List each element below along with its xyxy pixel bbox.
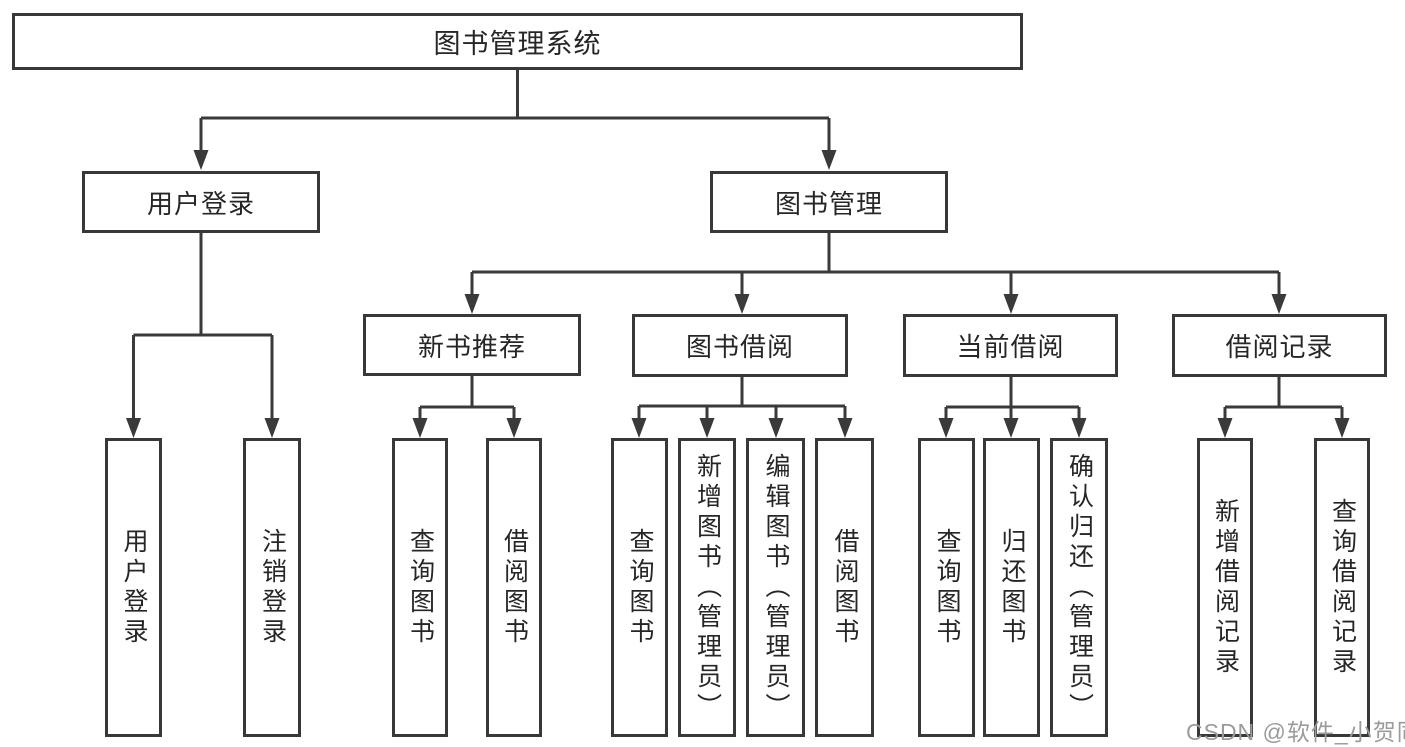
csdn-watermark: CSDN @软件_小贺同学: [1186, 719, 1405, 745]
arrowheads-records-to-children: [1217, 418, 1350, 438]
node-label: 借阅图书: [500, 527, 529, 648]
leaf-borrow-books: 借阅图书: [815, 438, 874, 737]
node-label: 注销登录: [258, 527, 287, 648]
leaf-query-books-current: 查询图书: [918, 438, 975, 737]
node-label: 查询图书: [406, 527, 435, 648]
arrowheads-userlogin-to-children: [126, 418, 280, 438]
leaf-confirm-return-admin: 确认归还（管理员）: [1050, 438, 1108, 737]
node-label: 新书推荐: [417, 331, 526, 362]
node-library-management-system: 图书管理系统: [12, 13, 1023, 70]
node-label: 借阅图书: [831, 527, 859, 648]
connector-records-to-children: [1223, 377, 1344, 426]
arrowheads-current-to-children: [938, 418, 1087, 438]
node-new-book-recommend: 新书推荐: [363, 314, 581, 376]
node-label: 新增图书（管理员）: [693, 452, 722, 723]
leaf-borrow-books-recommend: 借阅图书: [486, 438, 542, 737]
connector-current-to-children: [944, 377, 1081, 426]
node-label: 编辑图书（管理员）: [762, 452, 790, 723]
arrowheads-bookmgmt-to-level3: [464, 294, 1287, 314]
leaf-query-books-borrow: 查询图书: [611, 438, 668, 737]
node-label: 用户登录: [146, 188, 255, 219]
connector-newbooks-to-children: [418, 376, 516, 426]
node-label: 归还图书: [998, 527, 1026, 648]
arrowheads-root-to-level2: [193, 150, 837, 170]
node-label: 借阅记录: [1225, 332, 1334, 362]
connector-root-to-level2: [199, 69, 831, 158]
node-label: 图书管理: [774, 188, 883, 219]
leaf-user-login: 用户登录: [105, 438, 162, 737]
connector-bookmgmt-to-level3: [470, 233, 1281, 302]
leaf-query-borrow-record: 查询借阅记录: [1314, 438, 1370, 737]
leaf-edit-books-admin: 编辑图书（管理员）: [746, 438, 805, 737]
node-book-borrow: 图书借阅: [632, 314, 848, 377]
leaf-add-books-admin: 新增图书（管理员）: [678, 438, 736, 737]
node-user-login: 用户登录: [82, 171, 320, 233]
node-label: 图书管理系统: [433, 29, 602, 59]
node-label: 当前借阅: [956, 332, 1065, 362]
arrowheads-newbooks-to-children: [412, 418, 522, 438]
node-label: 查询图书: [933, 527, 961, 648]
node-label: 查询图书: [626, 527, 654, 648]
leaf-add-borrow-record: 新增借阅记录: [1197, 438, 1253, 737]
node-borrow-records: 借阅记录: [1172, 314, 1387, 377]
arrowheads-borrow-to-children: [631, 418, 853, 438]
node-label: 确认归还（管理员）: [1065, 452, 1094, 723]
node-current-borrow: 当前借阅: [903, 314, 1118, 377]
node-label: 新增借阅记录: [1211, 497, 1240, 678]
node-label: 图书借阅: [685, 332, 794, 362]
node-label: 用户登录: [120, 527, 148, 648]
connector-userlogin-to-children: [132, 233, 274, 426]
node-book-management: 图书管理: [710, 171, 948, 233]
leaf-logout: 注销登录: [243, 438, 301, 737]
node-label: 查询借阅记录: [1328, 497, 1357, 678]
leaf-return-books: 归还图书: [983, 438, 1040, 737]
leaf-query-books-recommend: 查询图书: [392, 438, 448, 737]
connector-borrow-to-children: [637, 377, 847, 426]
